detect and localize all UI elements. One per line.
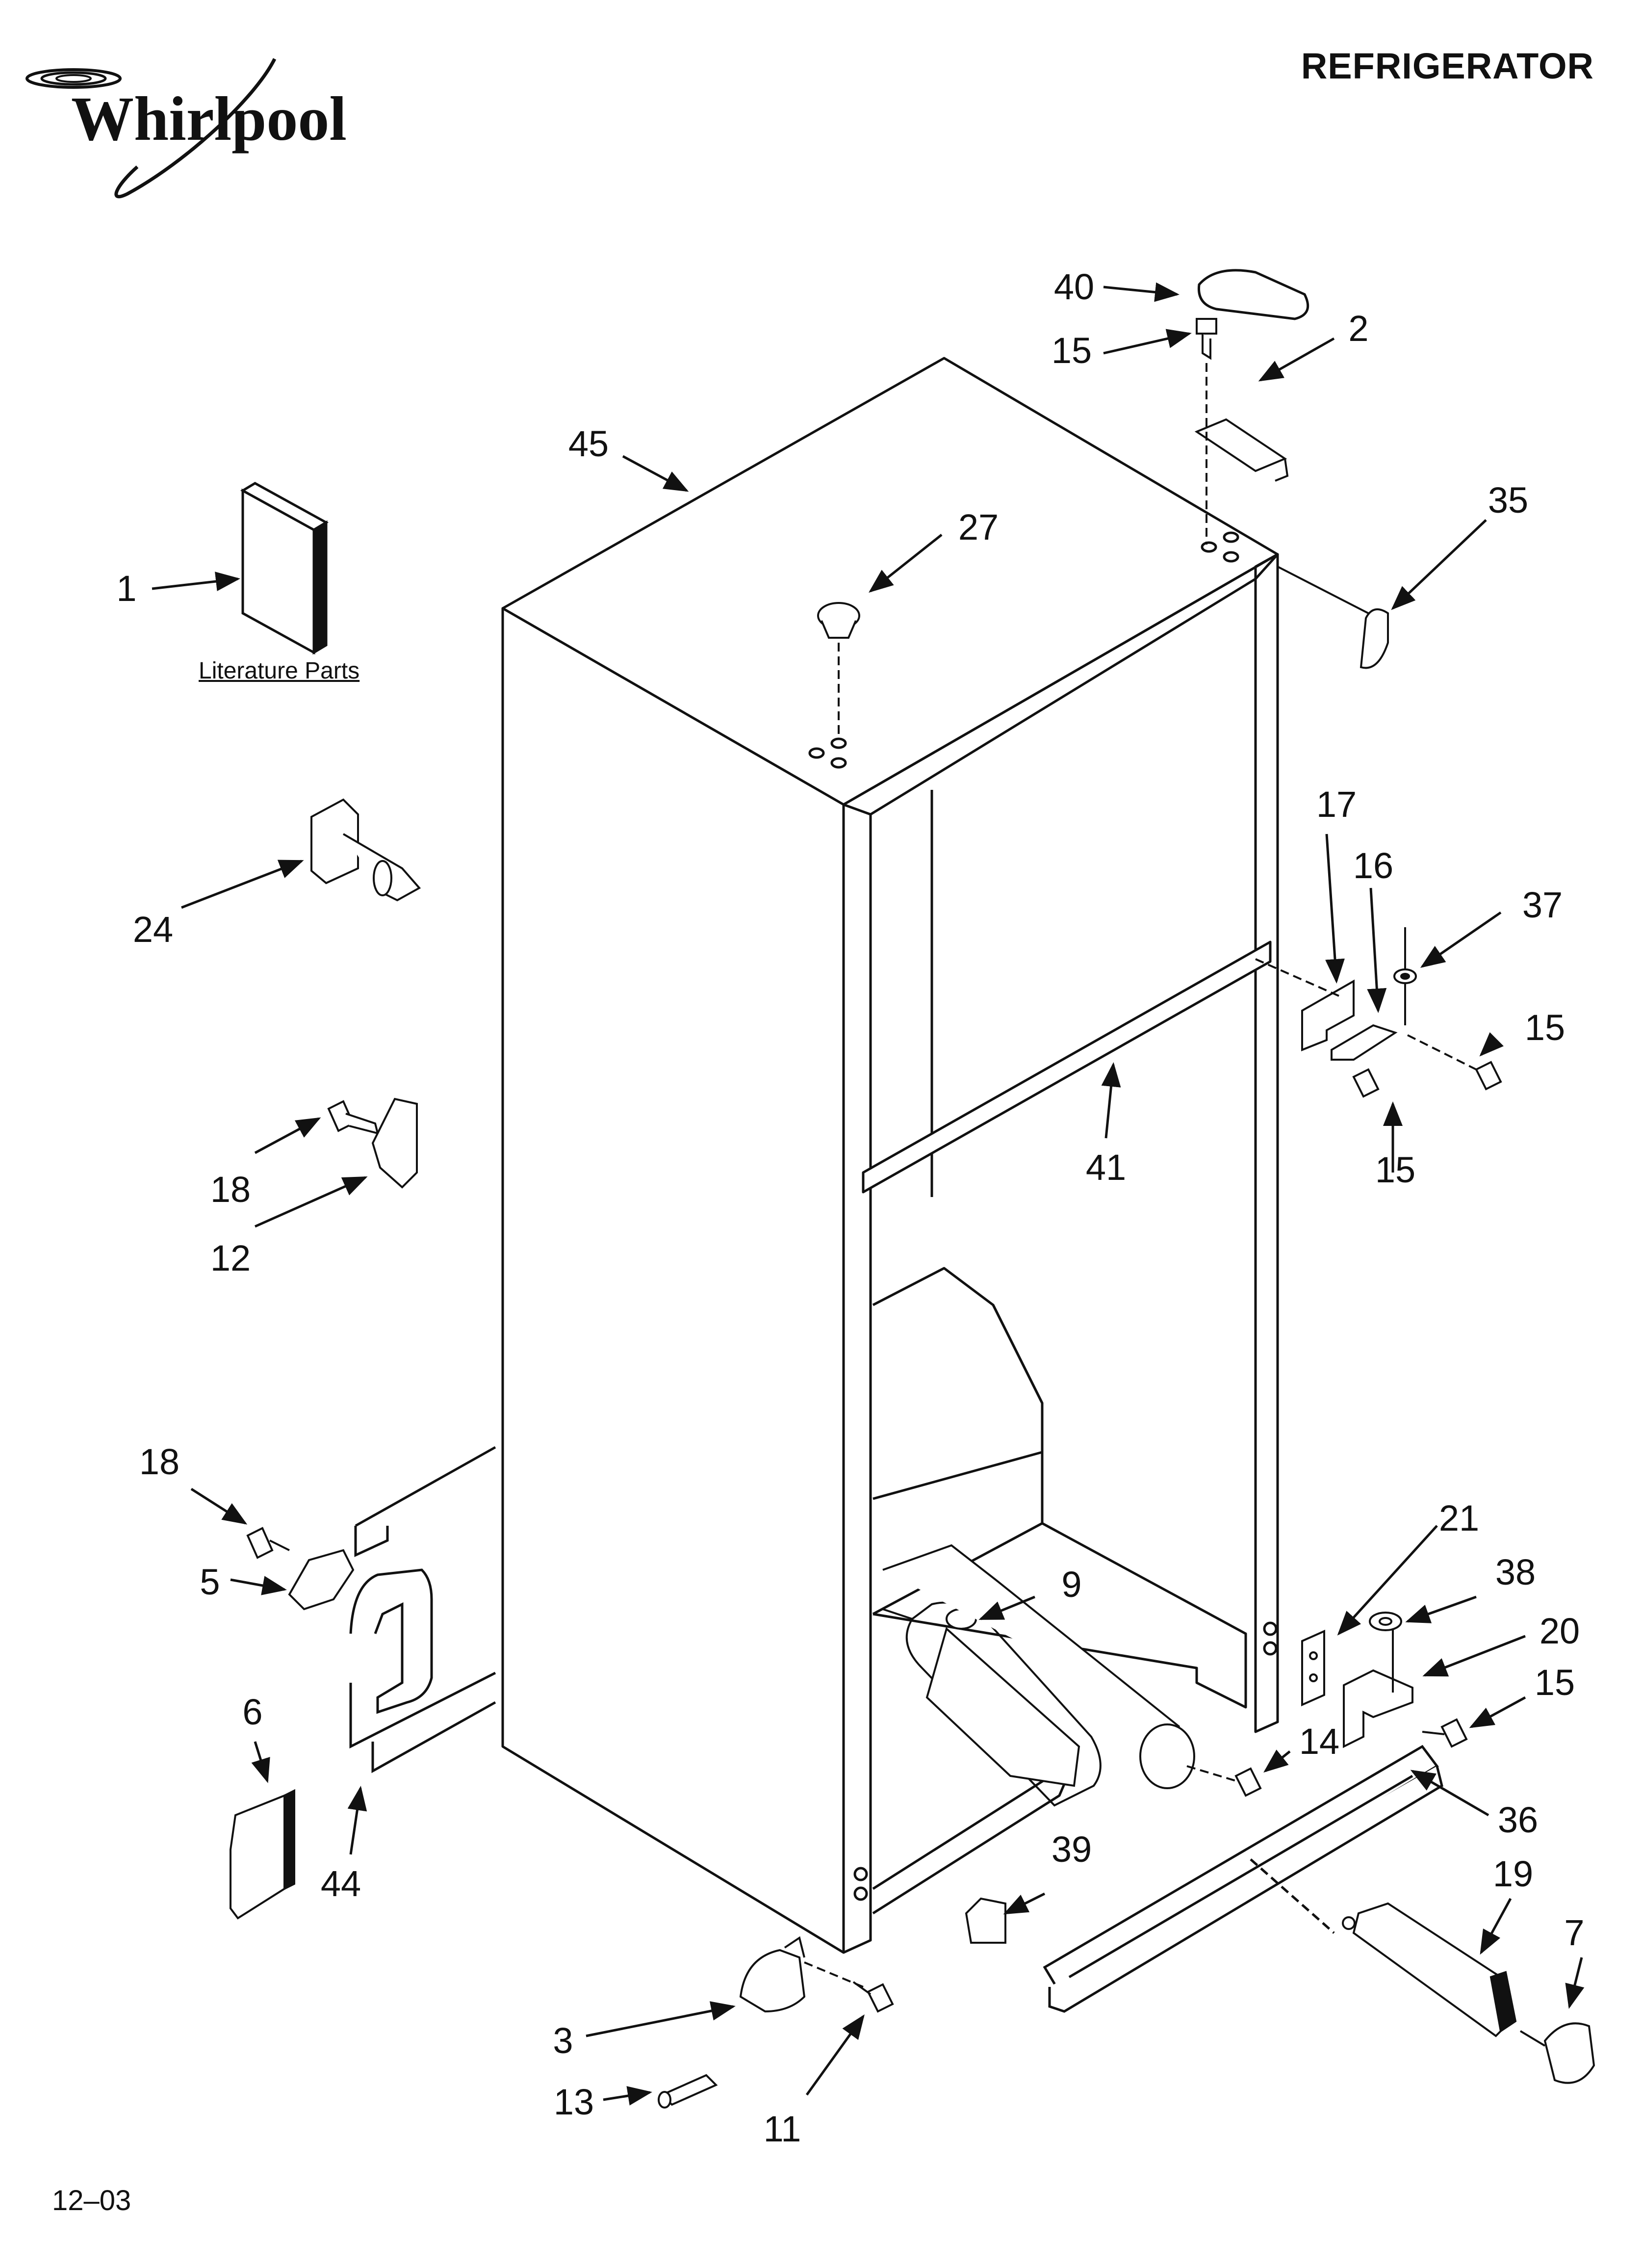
callout-16: 16 bbox=[1353, 845, 1394, 886]
part-24-door-stop bbox=[310, 798, 421, 902]
part-11-screw bbox=[852, 1981, 894, 2013]
part-37-washer bbox=[1393, 968, 1417, 984]
part-15-screw-top bbox=[1196, 318, 1217, 360]
part-35-hinge-cover bbox=[1277, 566, 1389, 669]
literature-parts-label: Literature Parts bbox=[199, 658, 360, 684]
part-44-door-handle-bracket bbox=[349, 1446, 496, 1773]
callout-45: 45 bbox=[568, 423, 609, 464]
leader-lines bbox=[152, 282, 1585, 2106]
callout-12: 12 bbox=[210, 1238, 251, 1278]
cabinet-45 bbox=[501, 357, 1279, 1954]
callout-44: 44 bbox=[320, 1863, 361, 1904]
callout-15: 15 bbox=[1534, 1662, 1575, 1703]
part-38-washer bbox=[1369, 1612, 1402, 1631]
callout-40: 40 bbox=[1053, 266, 1095, 307]
callout-5: 5 bbox=[200, 1562, 220, 1602]
callout-27: 27 bbox=[958, 507, 999, 547]
callout-11: 11 bbox=[763, 2109, 801, 2149]
callout-6: 6 bbox=[242, 1692, 263, 1732]
callout-38: 38 bbox=[1495, 1552, 1536, 1592]
part-17-hinge-plate bbox=[1301, 979, 1355, 1051]
callout-14: 14 bbox=[1299, 1721, 1340, 1762]
callout-3: 3 bbox=[553, 2020, 573, 2061]
callout-13: 13 bbox=[553, 2082, 594, 2122]
callout-18: 18 bbox=[210, 1169, 251, 1210]
part-5-hinge bbox=[288, 1549, 355, 1611]
part-9-filter-housing bbox=[882, 1544, 1195, 1807]
part-19-water-filter bbox=[1342, 1902, 1517, 2037]
whirlpool-logo: Whirlpool bbox=[26, 58, 347, 199]
footer-date-code: 12–03 bbox=[52, 2185, 131, 2216]
part-2-hinge-bracket bbox=[1194, 363, 1289, 545]
part-13-pin bbox=[658, 2074, 718, 2109]
callout-15: 15 bbox=[1051, 330, 1092, 371]
callout-37: 37 bbox=[1522, 885, 1563, 925]
part-20-bracket bbox=[1343, 1629, 1413, 1748]
page-title: REFRIGERATOR bbox=[1301, 46, 1594, 86]
part-18-screw-upper bbox=[327, 1100, 379, 1135]
callout-18: 18 bbox=[139, 1441, 180, 1482]
callout-20: 20 bbox=[1539, 1611, 1580, 1651]
part-36-filter-cover bbox=[1043, 1745, 1443, 2013]
literature-parts-1 bbox=[240, 482, 329, 655]
callout-35: 35 bbox=[1488, 480, 1529, 521]
part-12-hinge-pin bbox=[371, 1097, 418, 1189]
part-39-clip bbox=[965, 1897, 1006, 1944]
part-27-plug bbox=[817, 602, 860, 736]
callout-17: 17 bbox=[1316, 784, 1357, 825]
part-3-bottom-hinge bbox=[739, 1936, 864, 2013]
callout-24: 24 bbox=[132, 909, 174, 950]
part-7-cap bbox=[1519, 2022, 1595, 2084]
part-15-screw-lower bbox=[1422, 1718, 1468, 1748]
callout-1: 1 bbox=[116, 568, 137, 609]
part-14-screw bbox=[1186, 1765, 1262, 1797]
part-15-screws-hinge bbox=[1352, 1034, 1502, 1098]
callout-39: 39 bbox=[1051, 1829, 1092, 1870]
callout-7: 7 bbox=[1564, 1912, 1585, 1953]
part-6-bracket bbox=[230, 1789, 295, 1920]
callout-15: 15 bbox=[1524, 1007, 1565, 1048]
callout-19: 19 bbox=[1492, 1853, 1534, 1894]
svg-text:Whirlpool: Whirlpool bbox=[71, 84, 347, 154]
callout-21: 21 bbox=[1438, 1498, 1480, 1538]
part-40-cover bbox=[1197, 269, 1309, 320]
callout-2: 2 bbox=[1348, 308, 1369, 349]
part-18-screw-lower bbox=[246, 1527, 290, 1559]
callout-41: 41 bbox=[1085, 1147, 1127, 1188]
part-21-bracket bbox=[1301, 1629, 1325, 1707]
callout-9: 9 bbox=[1061, 1564, 1082, 1605]
part-16-hinge bbox=[1255, 927, 1406, 1061]
callout-36: 36 bbox=[1497, 1799, 1539, 1840]
callout-15: 15 bbox=[1375, 1149, 1416, 1190]
